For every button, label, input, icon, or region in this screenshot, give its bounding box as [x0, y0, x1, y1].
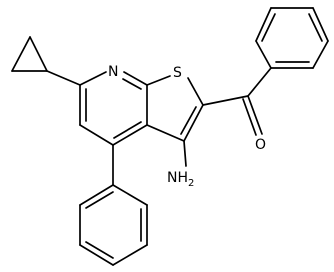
- cyclopropyl-ring: [11, 36, 48, 72]
- lower-phenyl-ring: [79, 144, 148, 266]
- amino-nh-text: NH: [167, 170, 188, 186]
- amino-subscript: 2: [188, 178, 194, 189]
- pyridine-ring: [79, 71, 148, 146]
- amino-group-label: NH2: [167, 170, 194, 189]
- oxygen-atom-label: O: [255, 137, 266, 153]
- nitrogen-atom-label: N: [108, 64, 118, 80]
- carbonyl-group: [202, 95, 263, 136]
- thiophene-ring: [146, 75, 204, 142]
- bond-amino: [183, 140, 187, 167]
- benzoyl-phenyl-ring: [247, 7, 329, 97]
- sulfur-atom-label: S: [173, 65, 182, 81]
- bond-cyclopropyl-pyridine: [46, 70, 81, 86]
